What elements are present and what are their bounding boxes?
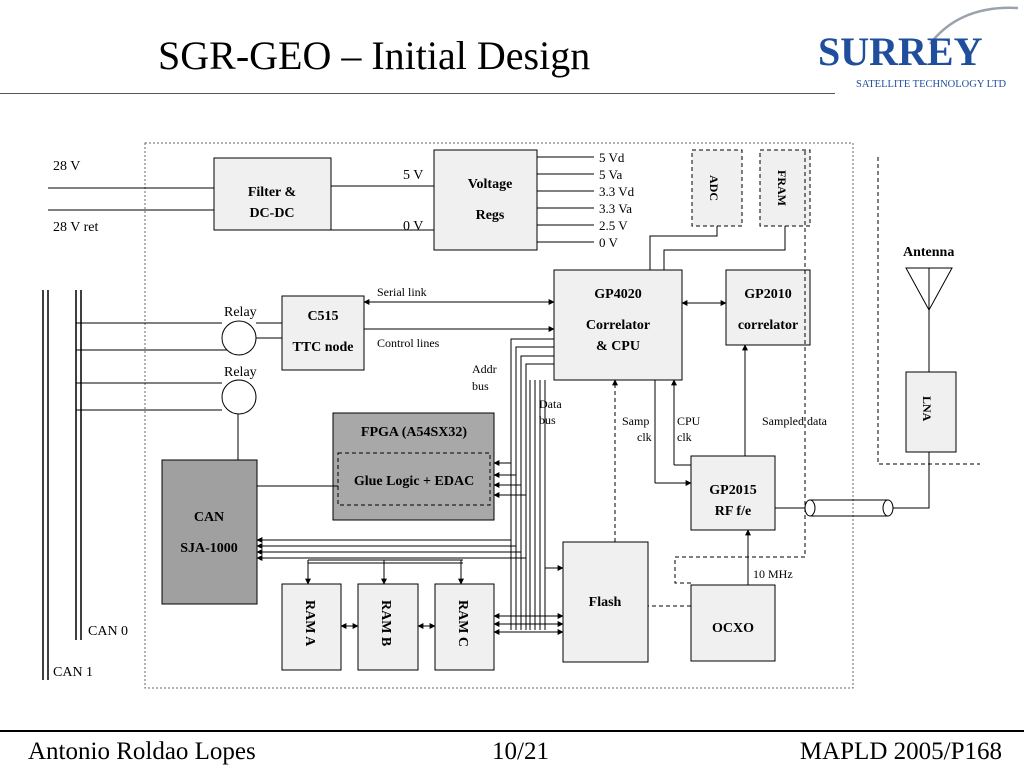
footer-conference: MAPLD 2005/P168 <box>799 738 1002 765</box>
can-label-1: CAN <box>194 510 224 525</box>
out-5v-label: 5 V <box>403 168 423 183</box>
footer-author: Antonio Roldao Lopes <box>28 738 256 765</box>
fram-label: FRAM <box>775 170 789 206</box>
cpu-clk-label-2: clk <box>677 430 692 444</box>
power-return-label: 28 V ret <box>53 220 98 235</box>
filter-label-2: DC-DC <box>249 206 294 221</box>
gp2010-block <box>725 269 811 346</box>
coax-cable <box>775 452 930 517</box>
filter-dcdc-block <box>213 157 332 231</box>
can-fpga-links <box>256 485 526 561</box>
rail-label: 5 Vd <box>599 150 625 165</box>
rail-label: 2.5 V <box>599 218 628 233</box>
lna-label: LNA <box>920 396 934 422</box>
out-0v-label: 0 V <box>403 219 423 234</box>
block-diagram: 28 V 28 V ret Filter & DC-DC 5 V 0 V Vol… <box>42 142 980 689</box>
external-boundary <box>877 157 980 465</box>
can-bus-lines <box>42 290 82 680</box>
data-bus-label-1: Data <box>539 397 562 411</box>
board-outline <box>144 142 854 689</box>
fpga-block <box>332 412 495 521</box>
gp4020-label-3: & CPU <box>596 339 640 354</box>
can-label-2: SJA-1000 <box>180 541 238 556</box>
ram-address-bus <box>305 559 464 629</box>
relay-1-label: Relay <box>224 305 257 320</box>
antenna-label: Antenna <box>903 245 954 260</box>
surrey-logo: SURREY SATELLITE TECHNOLOGY LTD <box>818 6 1019 90</box>
can0-label: CAN 0 <box>88 624 128 639</box>
filter-label-1: Filter & <box>248 185 296 200</box>
rail-label: 3.3 Va <box>599 201 632 216</box>
addr-bus-label-1: Addr <box>472 362 497 376</box>
cpu-bus-lines <box>493 338 564 635</box>
addr-bus-label-2: bus <box>472 379 489 393</box>
data-bus-label-2: bus <box>539 413 556 427</box>
reference-clock-dashed <box>612 150 806 607</box>
ram-a-block <box>281 583 342 671</box>
footer-page-number: 10/21 <box>492 738 549 765</box>
sampled-data-label: Sampled data <box>762 414 828 428</box>
gp4020-label-2: Correlator <box>586 318 650 333</box>
glue-logic-area <box>337 452 491 506</box>
ram-b-block <box>357 583 419 671</box>
samp-clk-label-1: Samp <box>622 414 649 428</box>
rail-label: 5 Va <box>599 167 622 182</box>
ocxo-label: OCXO <box>712 621 754 636</box>
lna-block <box>905 371 957 453</box>
ocxo-block <box>690 584 776 662</box>
gp2010-label-2: correlator <box>738 318 798 333</box>
ram-b-label: RAM B <box>378 600 393 646</box>
adc-label: ADC <box>707 175 721 201</box>
voltage-regs-block <box>433 149 538 251</box>
regs-label-1: Voltage <box>468 177 513 192</box>
antenna-icon <box>905 267 953 372</box>
relay-2-label: Relay <box>224 365 257 380</box>
c515-label-1: C515 <box>307 309 338 324</box>
gp4020-label-1: GP4020 <box>594 287 641 302</box>
cpu-clk-label-1: CPU <box>677 414 701 428</box>
ram-c-label: RAM C <box>455 600 470 647</box>
power-in-label: 28 V <box>53 159 80 174</box>
10mhz-label: 10 MHz <box>753 567 793 581</box>
logo-subtitle: SATELLITE TECHNOLOGY LTD <box>856 79 1007 90</box>
slide-title: SGR-GEO – Initial Design <box>158 33 591 78</box>
footer-divider <box>0 730 1024 732</box>
relay-2 <box>221 379 257 415</box>
gp2010-label-1: GP2010 <box>744 287 791 302</box>
gp2015-label-2: RF f/e <box>715 504 751 519</box>
glue-logic-label: Glue Logic + EDAC <box>354 474 474 489</box>
ram-c-block <box>434 583 495 671</box>
title-divider <box>0 93 835 94</box>
relay-1 <box>221 320 257 356</box>
flash-label: Flash <box>589 595 622 610</box>
control-lines-label: Control lines <box>377 336 440 350</box>
power-wiring <box>48 156 594 243</box>
fpga-label: FPGA (A54SX32) <box>361 425 468 440</box>
regs-label-2: Regs <box>476 208 505 223</box>
flash-block <box>562 541 649 663</box>
rail-label: 0 V <box>599 235 619 250</box>
aux-wiring <box>649 226 786 270</box>
c515-label-2: TTC node <box>292 340 353 355</box>
c515-block <box>281 295 365 371</box>
serial-link-label: Serial link <box>377 285 427 299</box>
rail-label: 3.3 Vd <box>599 184 635 199</box>
clock-lines <box>654 344 751 585</box>
ram-a-label: RAM A <box>302 600 317 647</box>
gp4020-block <box>553 269 683 381</box>
can-controller-block <box>161 459 258 605</box>
can1-label: CAN 1 <box>53 665 93 680</box>
gp2015-label-1: GP2015 <box>709 483 756 498</box>
gp2015-block <box>690 455 776 531</box>
adc-block <box>691 149 743 227</box>
ttc-links <box>363 299 555 332</box>
fram-block <box>759 149 811 227</box>
logo-wordmark: SURREY <box>818 29 983 74</box>
samp-clk-label-2: clk <box>637 430 652 444</box>
